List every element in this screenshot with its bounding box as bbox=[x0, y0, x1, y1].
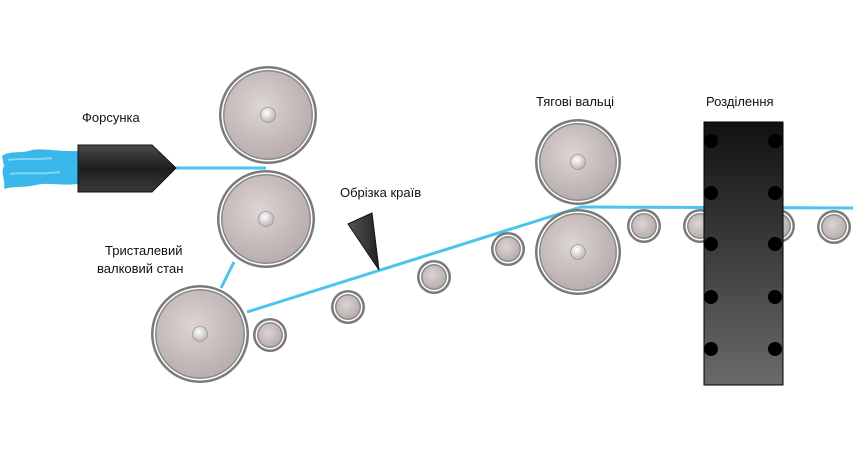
edge-trim-label: Обрізка країв bbox=[340, 185, 421, 200]
cutter-hole bbox=[704, 342, 718, 356]
guide-roll-1 bbox=[253, 318, 287, 352]
guide-roll-5 bbox=[627, 209, 661, 243]
cutter-hole bbox=[768, 186, 782, 200]
edge-trim-knife-icon bbox=[347, 212, 380, 271]
mill-label-line1: Тристалевий bbox=[105, 243, 183, 258]
separation-cutter-icon bbox=[703, 121, 784, 386]
pull-roll-top bbox=[535, 119, 621, 205]
cutter-hole bbox=[768, 237, 782, 251]
cutter-hole bbox=[704, 237, 718, 251]
sheet-line-rising bbox=[246, 205, 582, 314]
cutter-hole bbox=[768, 134, 782, 148]
mill-label-line2: валковий стан bbox=[97, 261, 183, 276]
melt-stream bbox=[2, 149, 78, 189]
melt-stream-highlight bbox=[7, 157, 61, 175]
cutter-hole bbox=[704, 290, 718, 304]
guide-roll-8 bbox=[817, 210, 851, 244]
separation-label: Розділення bbox=[706, 94, 774, 109]
nozzle-label: Форсунка bbox=[82, 110, 140, 125]
cutter-hole bbox=[704, 134, 718, 148]
cutter-hole bbox=[768, 290, 782, 304]
sheet-line-mill-drop bbox=[219, 261, 236, 289]
guide-roll-2 bbox=[331, 290, 365, 324]
rollers bbox=[151, 66, 851, 383]
pull-roll-bottom bbox=[535, 209, 621, 295]
extrusion-nozzle-icon bbox=[77, 144, 177, 193]
mill-roll-bottom bbox=[151, 285, 249, 383]
mill-roll-top bbox=[219, 66, 317, 164]
guide-roll-3 bbox=[417, 260, 451, 294]
pull-rolls-label: Тягові вальці bbox=[536, 94, 614, 109]
cutter-hole bbox=[768, 342, 782, 356]
guide-roll-4 bbox=[491, 232, 525, 266]
mill-roll-middle bbox=[217, 170, 315, 268]
cutter-hole bbox=[704, 186, 718, 200]
